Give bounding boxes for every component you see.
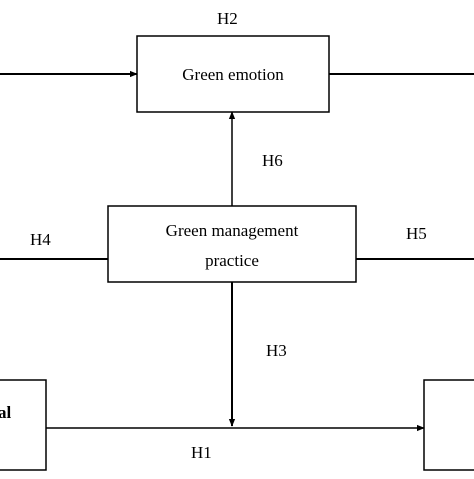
green-emotion-label: Green emotion [182,65,284,84]
h4-label: H4 [30,230,51,249]
h3-label: H3 [266,341,287,360]
green-management-practice-box [107,205,357,283]
green-management-label-line1: Green management [166,221,299,240]
left-bottom-label: al [0,403,12,422]
right-bottom-box [423,379,474,471]
h1-label: H1 [191,443,212,462]
h6-label: H6 [262,151,283,170]
h5-label: H5 [406,224,427,243]
green-management-label-line2: practice [205,251,259,270]
green-emotion-box [136,35,330,113]
h2-label: H2 [217,9,238,28]
left-bottom-box [0,379,47,471]
